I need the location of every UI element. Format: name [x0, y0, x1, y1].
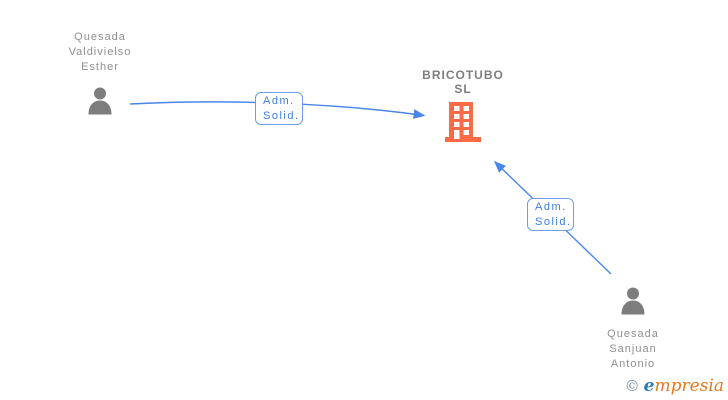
logo-brand-first-letter: e: [643, 376, 655, 396]
copyright-icon: ©: [624, 377, 640, 395]
node-person-quesada-valdivielso-esther[interactable]: Quesada Valdivielso Esther: [40, 30, 160, 121]
node-person-quesada-sanjuan-antonio[interactable]: Quesada Sanjuan Antonio: [573, 286, 693, 372]
building-icon: [445, 102, 481, 147]
logo-brand-rest: mpresia: [654, 376, 725, 396]
person-name: Quesada Sanjuan Antonio: [607, 328, 659, 370]
company-name: BRICOTUBO SL: [422, 68, 504, 96]
person-icon: [85, 86, 115, 121]
edge-label-adm-solid-1: Adm. Solid.: [255, 92, 303, 125]
person-icon: [618, 286, 648, 321]
node-company-bricotubo-sl[interactable]: BRICOTUBO SL: [408, 68, 518, 147]
empresia-logo[interactable]: ©empresia: [625, 376, 724, 396]
edge-label-adm-solid-2: Adm. Solid.: [527, 198, 574, 231]
person-name: Quesada Valdivielso Esther: [68, 31, 132, 73]
